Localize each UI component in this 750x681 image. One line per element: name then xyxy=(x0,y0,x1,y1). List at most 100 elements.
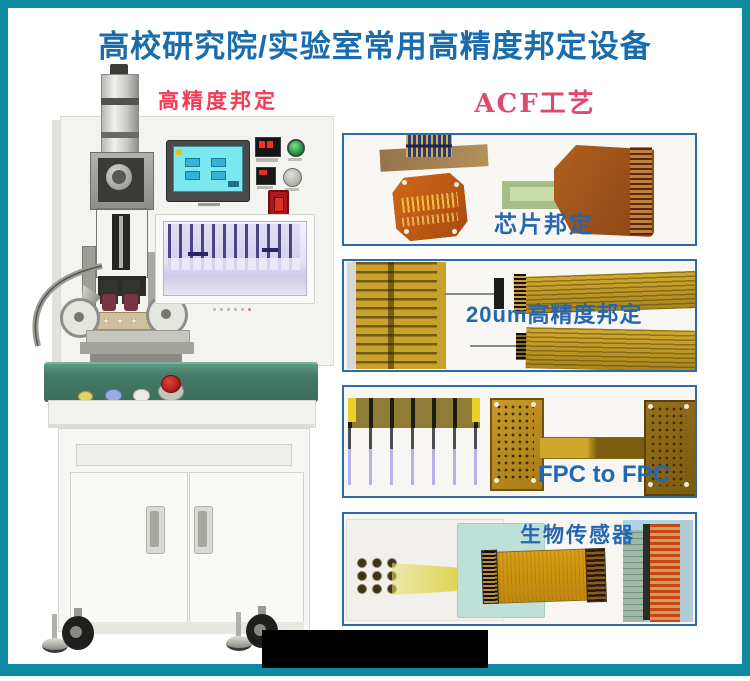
photo-hole xyxy=(404,229,409,234)
temperature-digit xyxy=(259,141,265,148)
touchscreen-button[interactable] xyxy=(211,158,226,167)
photo-ribbon-connector xyxy=(516,333,527,360)
photo-corner-mark xyxy=(348,398,356,422)
photo-bond-band-copper xyxy=(348,449,480,485)
machine-coupler-hub xyxy=(112,170,126,184)
photo-fpc-fingers xyxy=(630,147,652,235)
machine-stage-plate xyxy=(80,342,194,354)
photo-hole xyxy=(494,402,499,407)
photo-gold-ribbon xyxy=(525,327,695,370)
machine-air-hose xyxy=(32,263,103,347)
photo-pad-grid xyxy=(650,406,687,486)
photo-hole xyxy=(402,180,407,185)
frame-bottom-border xyxy=(0,664,750,676)
frame-right-border xyxy=(742,0,750,676)
counter-label xyxy=(257,186,273,189)
photo-closeup-left-band xyxy=(623,520,645,622)
leveling-foot-stem xyxy=(236,612,241,638)
caption-chip-bonding: 芯片邦定 xyxy=(494,211,594,237)
photo-bond-closeup xyxy=(623,520,693,622)
machine-side-panel xyxy=(52,120,60,364)
machine-stage-plate xyxy=(90,354,182,364)
photo-hole xyxy=(684,404,689,409)
machine-label: 高精度邦定 xyxy=(158,90,278,113)
caption-biosensor: 生物传感器 xyxy=(520,524,635,547)
photo-glass-strip-inner xyxy=(510,187,560,201)
machine-reel-hub xyxy=(161,309,171,319)
touchscreen-button[interactable] xyxy=(185,171,200,180)
photo-hole xyxy=(648,482,653,487)
machine-heater-ring xyxy=(102,294,116,311)
photo-hole xyxy=(684,482,689,487)
photo-hole xyxy=(531,478,536,483)
touchscreen-button[interactable] xyxy=(211,171,226,180)
photo-hole xyxy=(454,182,459,187)
photo-bond-band-gold xyxy=(348,398,480,428)
machine-cylinder-cap xyxy=(110,64,128,76)
photo-corner-mark xyxy=(472,398,480,422)
rocker-key[interactable] xyxy=(274,197,284,212)
monitor-trace-fade xyxy=(168,258,300,270)
machine-cylinder-band xyxy=(101,98,139,105)
monitor-button-row[interactable] xyxy=(213,308,251,311)
photo-closeup-dark-column xyxy=(643,524,650,620)
caster-stem xyxy=(74,608,82,620)
blackout-bar xyxy=(262,630,488,668)
machine-manifold xyxy=(96,312,156,330)
table-apron xyxy=(48,400,316,428)
touchscreen-corner-key[interactable] xyxy=(228,181,239,187)
page-title: 高校研究院/实验室常用高精度邦定设备 xyxy=(98,29,652,64)
machine-reel-hub xyxy=(74,312,84,322)
cabinet-drawer-strip xyxy=(76,444,292,466)
caption-20um-bonding: 20um高精度邦定 xyxy=(466,302,643,327)
door-handle-slot xyxy=(198,511,207,547)
photo-probe-tip xyxy=(494,278,504,309)
table-apron-shadow xyxy=(48,424,314,428)
acf-process-title: ACF工艺 xyxy=(474,89,596,119)
knob-label xyxy=(285,188,299,191)
photo-closeup-red-traces xyxy=(650,524,680,622)
caster-hub xyxy=(70,626,82,638)
emergency-stop-button[interactable] xyxy=(161,375,181,393)
panel-chip-bonding: 芯片邦定 xyxy=(342,133,697,246)
panel-fpc-to-fpc: FPC to FPC xyxy=(342,385,697,498)
leveling-foot xyxy=(226,636,252,651)
counter-digit xyxy=(259,170,267,175)
frame-left-border xyxy=(0,0,8,676)
photo-fpc-connector xyxy=(481,549,499,605)
photo-hole xyxy=(452,229,457,234)
temperature-label xyxy=(256,158,278,162)
photo-hole xyxy=(648,404,653,409)
panel-biosensor: 生物传感器 xyxy=(342,512,697,626)
photo-probe-needle xyxy=(470,345,520,347)
adjust-knob[interactable] xyxy=(283,168,302,187)
leveling-foot-stem xyxy=(52,614,57,640)
caster-stem xyxy=(258,606,266,618)
machine-heater-ring xyxy=(124,294,138,311)
machine-air-cylinder xyxy=(101,74,139,156)
panel-20um-bonding: 20um高精度邦定 xyxy=(342,259,697,372)
led-label xyxy=(288,158,302,161)
photo-fpc-neck xyxy=(540,437,644,459)
photo-bond-band-silver xyxy=(348,428,480,449)
photo-pad-lines xyxy=(356,262,437,369)
door-handle-slot xyxy=(150,511,159,547)
photo-ribbon-connector xyxy=(514,274,526,311)
touchscreen-button[interactable] xyxy=(185,158,200,167)
photo-fpc-connector xyxy=(585,547,607,603)
photo-pad-grid xyxy=(496,404,534,481)
photo-hole xyxy=(494,478,499,483)
cabinet-door-left[interactable] xyxy=(70,472,188,624)
photo-pad-column xyxy=(388,262,394,369)
hmi-brand-mark xyxy=(198,203,220,206)
frame-top-border xyxy=(0,0,750,8)
photo-fpc-body xyxy=(493,548,597,604)
caption-fpc-to-fpc: FPC to FPC xyxy=(538,461,670,488)
monitor-trace-bar xyxy=(188,252,208,256)
machine-z-rod xyxy=(119,216,123,268)
cabinet-kick-plate xyxy=(64,622,304,634)
photo-closeup-right-band xyxy=(680,520,693,622)
photo-flex-strip-connector xyxy=(406,135,452,157)
photo-hole xyxy=(531,402,536,407)
touchscreen-logo xyxy=(176,149,182,155)
